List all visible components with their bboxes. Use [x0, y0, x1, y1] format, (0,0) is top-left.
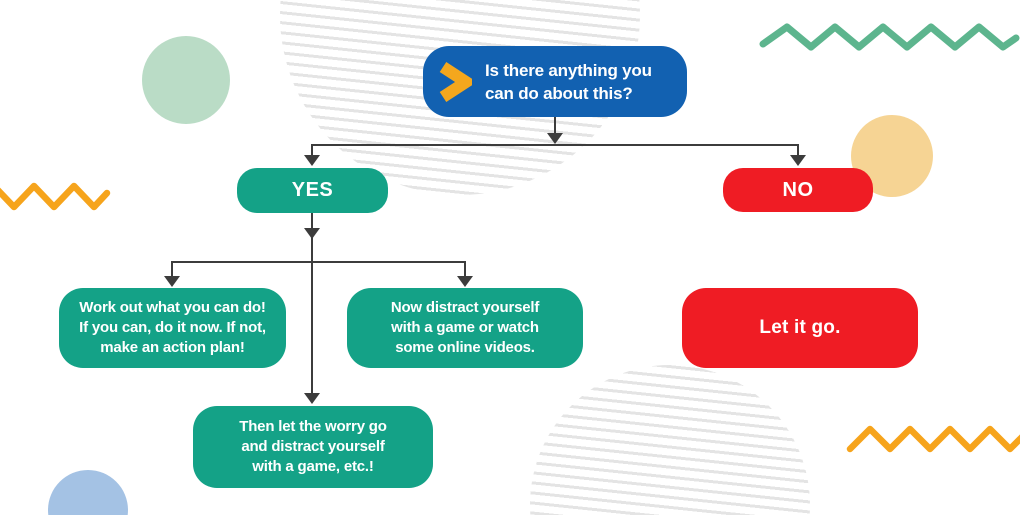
yes-option1-node: Work out what you can do! If you can, do…: [59, 288, 286, 368]
question-text: Is there anything you can do about this?: [485, 60, 652, 103]
pale-blue-circle-decoration: [48, 470, 128, 515]
no-result-text: Let it go.: [759, 317, 841, 338]
no-label: NO: [782, 178, 814, 201]
question-node: Is there anything you can do about this?: [423, 46, 687, 117]
arrowhead-no: [790, 155, 806, 166]
yes-node: YES: [237, 168, 388, 213]
green-zigzag-decoration: [759, 23, 1020, 51]
arrowhead-option2: [457, 276, 473, 287]
yes-option1-text: Work out what you can do! If you can, do…: [79, 299, 266, 356]
arrowhead-option1: [164, 276, 180, 287]
arrowhead-yes: [304, 155, 320, 166]
no-result-node: Let it go.: [682, 288, 918, 368]
yes-result-node: Then let the worry go and distract yours…: [193, 406, 433, 488]
yes-option2-node: Now distract yourself with a game or wat…: [347, 288, 583, 368]
arrowhead-yes-result: [304, 393, 320, 404]
no-node: NO: [723, 168, 873, 212]
yes-label: YES: [291, 179, 334, 201]
yes-option2-text: Now distract yourself with a game or wat…: [390, 299, 540, 356]
arrowhead-yes-branch: [304, 228, 320, 239]
pale-green-circle-decoration: [142, 36, 230, 124]
striped-circle-decoration-bottom: [530, 365, 810, 515]
chevron-right-icon: [439, 61, 472, 102]
orange-zigzag-decoration-bottom: [846, 425, 1020, 453]
orange-zigzag-decoration-left: [0, 182, 111, 211]
yes-result-text: Then let the worry go and distract yours…: [239, 418, 387, 475]
